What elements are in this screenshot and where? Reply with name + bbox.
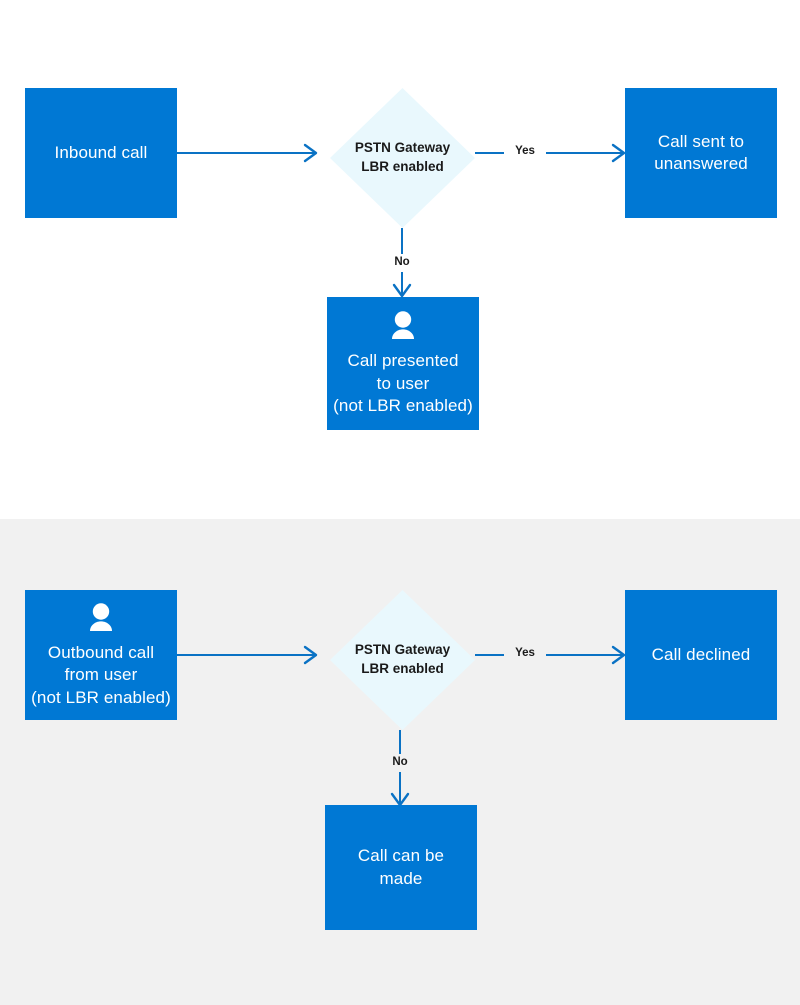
outbound-no-label: No [387, 754, 413, 772]
node-outbound-call-from-user-label: Outbound call from user (not LBR enabled… [31, 642, 171, 707]
node-call-can-be-made[interactable]: Call can be made [325, 805, 477, 930]
node-call-declined[interactable]: Call declined [625, 590, 777, 720]
decision-inbound-pstn-gateway-lbr[interactable]: PSTN Gateway LBR enabled [330, 88, 475, 228]
decision-outbound-label: PSTN Gateway LBR enabled [354, 642, 451, 676]
node-inbound-call[interactable]: Inbound call [25, 88, 177, 218]
decision-outbound-pstn-gateway-lbr[interactable]: PSTN Gateway LBR enabled [330, 590, 475, 730]
node-call-sent-to-unanswered[interactable]: Call sent to unanswered [625, 88, 777, 218]
inbound-yes-label: Yes [504, 145, 546, 158]
node-outbound-call-from-user[interactable]: Outbound call from user (not LBR enabled… [25, 590, 177, 720]
decision-inbound-label: PSTN Gateway LBR enabled [354, 140, 451, 174]
node-call-declined-label: Call declined [651, 644, 751, 664]
node-call-can-be-made-label: Call can be made [357, 846, 445, 888]
node-inbound-call-label: Inbound call [54, 142, 148, 162]
outbound-yes-label: Yes [504, 647, 546, 660]
person-icon [90, 603, 112, 631]
node-call-sent-to-unanswered-label: Call sent to unanswered [654, 131, 748, 173]
node-call-presented-to-user-label: Call presented to user (not LBR enabled) [333, 351, 473, 416]
person-icon [392, 311, 414, 340]
node-call-presented-to-user[interactable]: Call presented to user (not LBR enabled) [327, 297, 479, 430]
inbound-no-label: No [389, 254, 415, 272]
